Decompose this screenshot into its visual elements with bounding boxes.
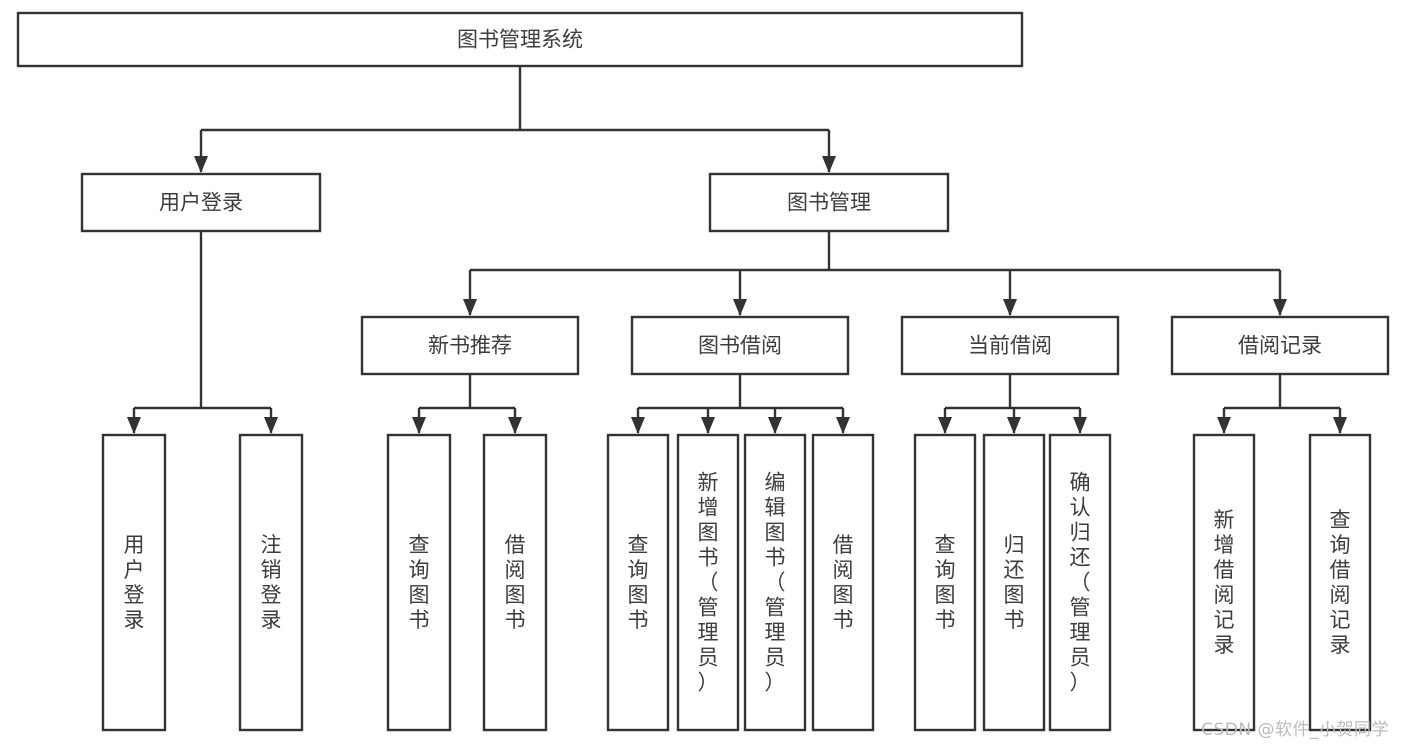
arrow-head-icon	[1273, 299, 1287, 316]
arrow-head-icon	[822, 156, 836, 173]
arrow-head-icon	[194, 156, 208, 173]
node-book-borrow-box	[630, 315, 850, 376]
node-borrow-record[interactable]: 借阅记录	[1170, 315, 1390, 376]
arrow-head-icon	[768, 417, 782, 434]
arrow-head-icon	[631, 417, 645, 434]
arrow-head-icon	[508, 417, 522, 434]
csdn-watermark: CSDN @软件_小贺同学	[1201, 720, 1389, 740]
node-current-borrow-label: 当前借阅	[968, 334, 1052, 358]
node-leaf-logout-box	[238, 433, 304, 732]
arrow-head-icon	[412, 417, 426, 434]
node-leaf-query-book-3-box	[913, 433, 977, 732]
node-leaf-return-book[interactable]: 归还图书	[982, 433, 1046, 732]
node-new-book-recommend-box	[360, 315, 580, 376]
node-leaf-query-record-box	[1308, 433, 1372, 732]
node-leaf-borrow-book-1[interactable]: 借阅图书	[482, 433, 548, 732]
arrow-head-icon	[1003, 299, 1017, 316]
node-leaf-add-record[interactable]: 新增借阅记录	[1192, 433, 1256, 732]
node-leaf-confirm-return-label: 确认归还（管理员）	[1070, 471, 1091, 695]
node-leaf-add-record-box	[1192, 433, 1256, 732]
node-current-borrow[interactable]: 当前借阅	[900, 315, 1120, 376]
node-leaf-user-login-box	[101, 433, 167, 732]
node-book-borrow[interactable]: 图书借阅	[630, 315, 850, 376]
node-borrow-record-box	[1170, 315, 1390, 376]
arrow-head-icon	[701, 417, 715, 434]
node-book-manage-box	[708, 172, 950, 233]
node-leaf-return-book-box	[982, 433, 1046, 732]
arrow-head-icon	[463, 299, 477, 316]
node-leaf-query-book-2[interactable]: 查询图书	[606, 433, 670, 732]
node-current-borrow-box	[900, 315, 1120, 376]
node-leaf-edit-book-label: 编辑图书（管理员）	[765, 471, 786, 695]
node-root-label: 图书管理系统	[457, 28, 583, 52]
node-leaf-logout-label: 注销登录	[261, 533, 282, 632]
node-leaf-query-book-3[interactable]: 查询图书	[913, 433, 977, 732]
node-leaf-edit-book[interactable]: 编辑图书（管理员）	[743, 433, 807, 732]
node-leaf-confirm-return[interactable]: 确认归还（管理员）	[1048, 433, 1112, 732]
node-leaf-borrow-book-2[interactable]: 借阅图书	[811, 433, 875, 732]
nodes-layer: 图书管理系统用户登录图书管理新书推荐图书借阅当前借阅借阅记录用户登录注销登录查询…	[16, 11, 1390, 732]
node-leaf-add-book-label: 新增图书（管理员）	[698, 471, 719, 695]
node-root[interactable]: 图书管理系统	[16, 11, 1024, 68]
arrow-head-icon	[1217, 417, 1231, 434]
arrow-head-icon	[1073, 417, 1087, 434]
arrow-head-icon	[1333, 417, 1347, 434]
arrow-head-icon	[127, 417, 141, 434]
arrow-head-icon	[264, 417, 278, 434]
arrow-head-icon	[1007, 417, 1021, 434]
node-leaf-add-record-label: 新增借阅记录	[1214, 508, 1235, 657]
node-leaf-user-login-label: 用户登录	[124, 533, 145, 632]
arrow-head-icon	[938, 417, 952, 434]
node-leaf-query-book-3-label: 查询图书	[935, 533, 956, 632]
node-book-borrow-label: 图书借阅	[698, 334, 782, 358]
node-leaf-borrow-book-2-box	[811, 433, 875, 732]
node-leaf-add-book-box	[676, 433, 740, 732]
node-leaf-logout[interactable]: 注销登录	[238, 433, 304, 732]
node-leaf-confirm-return-box	[1048, 433, 1112, 732]
node-leaf-query-book-2-box	[606, 433, 670, 732]
node-book-manage-label: 图书管理	[787, 191, 871, 215]
node-leaf-borrow-book-2-label: 借阅图书	[833, 533, 854, 632]
node-leaf-borrow-book-1-box	[482, 433, 548, 732]
arrow-head-icon	[836, 417, 850, 434]
node-user-login-box	[80, 172, 322, 233]
arrow-head-icon	[733, 299, 747, 316]
node-leaf-query-record-label: 查询借阅记录	[1330, 508, 1351, 657]
connectors-layer	[127, 66, 1347, 434]
node-leaf-add-book[interactable]: 新增图书（管理员）	[676, 433, 740, 732]
node-leaf-borrow-book-1-label: 借阅图书	[505, 533, 526, 632]
node-borrow-record-label: 借阅记录	[1238, 334, 1322, 358]
node-new-book-recommend[interactable]: 新书推荐	[360, 315, 580, 376]
node-leaf-edit-book-box	[743, 433, 807, 732]
node-leaf-query-record[interactable]: 查询借阅记录	[1308, 433, 1372, 732]
node-leaf-return-book-label: 归还图书	[1004, 533, 1025, 632]
node-leaf-user-login[interactable]: 用户登录	[101, 433, 167, 732]
node-root-box	[16, 11, 1024, 68]
node-leaf-query-book-1[interactable]: 查询图书	[386, 433, 452, 732]
node-user-login-label: 用户登录	[159, 191, 243, 215]
node-user-login[interactable]: 用户登录	[80, 172, 322, 233]
node-leaf-query-book-2-label: 查询图书	[628, 533, 649, 632]
node-new-book-recommend-label: 新书推荐	[428, 334, 512, 358]
node-leaf-query-book-1-box	[386, 433, 452, 732]
node-book-manage[interactable]: 图书管理	[708, 172, 950, 233]
node-leaf-query-book-1-label: 查询图书	[409, 533, 430, 632]
